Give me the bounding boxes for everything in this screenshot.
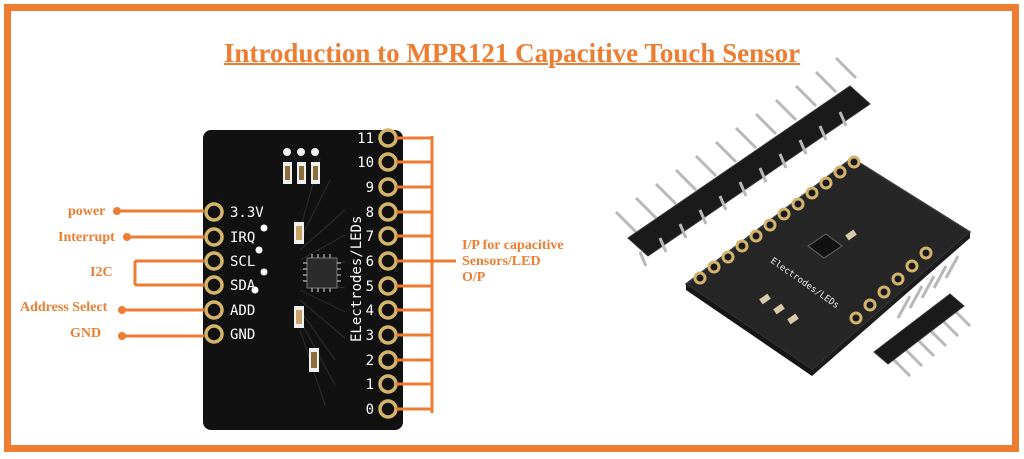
electrode-pad bbox=[378, 300, 398, 320]
pin-label-3v3: 3.3V bbox=[230, 205, 264, 221]
long-pin-header bbox=[614, 56, 871, 267]
electrode-number: 7 bbox=[366, 229, 374, 245]
via-dot bbox=[251, 286, 259, 294]
electrode-pad bbox=[378, 251, 398, 271]
top-resistors bbox=[283, 148, 320, 184]
electrode-pad bbox=[378, 226, 398, 246]
via-dot bbox=[260, 224, 268, 232]
electrode-number: 2 bbox=[366, 353, 374, 369]
electrode-pin-header: 11 10 9 8 7 6 5 4 3 2 1 0 bbox=[357, 128, 398, 419]
via-dot bbox=[255, 246, 263, 254]
pin-pad bbox=[204, 227, 224, 247]
photo-chip bbox=[807, 233, 843, 259]
electrode-pad bbox=[378, 350, 398, 370]
electrode-number: 5 bbox=[366, 279, 374, 295]
electrode-pad bbox=[378, 177, 398, 197]
electrode-pad bbox=[378, 128, 398, 148]
electrode-pad bbox=[378, 202, 398, 222]
label-io-line3: O/P bbox=[462, 270, 486, 285]
label-gnd: GND bbox=[70, 326, 102, 341]
mpr121-board-photo: Electrodes/LEDs bbox=[614, 56, 972, 378]
left-annotation-lines bbox=[113, 207, 204, 340]
mpr121-chip bbox=[306, 257, 338, 289]
electrode-number: 6 bbox=[366, 254, 374, 270]
pin-label-sda: SDA bbox=[230, 278, 256, 294]
breakout-board-diagram: ELectrodes/LEDs 3.3V IRQ SCL SDA ADD GND bbox=[203, 128, 403, 430]
label-power: power bbox=[68, 204, 106, 219]
pin-pad bbox=[204, 275, 224, 295]
left-pin-header: 3.3V IRQ SCL SDA ADD GND bbox=[204, 202, 264, 344]
label-interrupt: Interrupt bbox=[58, 230, 115, 245]
short-pin-header bbox=[873, 255, 972, 378]
electrode-number: 9 bbox=[366, 180, 374, 196]
orange-frame bbox=[4, 4, 1019, 452]
pin-label-add: ADD bbox=[230, 303, 255, 319]
electrode-number: 3 bbox=[366, 328, 374, 344]
label-address-select: Address Select bbox=[20, 300, 108, 315]
pin-pad bbox=[204, 202, 224, 222]
electrode-pad bbox=[378, 374, 398, 394]
electrode-number: 0 bbox=[366, 402, 374, 418]
pin-label-scl: SCL bbox=[230, 254, 255, 270]
pin-label-irq: IRQ bbox=[230, 230, 255, 246]
via-dot bbox=[260, 268, 268, 276]
label-io-line1: I/P for capacitive bbox=[462, 238, 564, 253]
electrodes-vertical-label: ELectrodes/LEDs bbox=[349, 216, 365, 342]
label-io-line2: Sensors/LED bbox=[462, 254, 541, 269]
electrode-pad bbox=[378, 152, 398, 172]
pin-label-gnd: GND bbox=[230, 327, 255, 343]
right-annotation-bracket bbox=[396, 136, 456, 413]
electrode-number: 11 bbox=[357, 131, 374, 147]
pin-pad bbox=[204, 324, 224, 344]
electrode-pad bbox=[378, 399, 398, 419]
photo-side-pads bbox=[849, 246, 933, 325]
electrode-pad bbox=[378, 276, 398, 296]
pin-pad bbox=[204, 251, 224, 271]
electrode-number: 1 bbox=[366, 377, 374, 393]
photo-electrode-pads bbox=[693, 155, 861, 285]
electrode-number: 8 bbox=[366, 205, 374, 221]
electrode-number: 4 bbox=[366, 303, 374, 319]
electrode-pad bbox=[378, 325, 398, 345]
chip-leads bbox=[303, 254, 341, 292]
page-title: Introduction to MPR121 Capacitive Touch … bbox=[223, 38, 801, 68]
electrode-number: 10 bbox=[357, 155, 374, 171]
label-i2c: I2C bbox=[90, 265, 113, 280]
pin-pad bbox=[204, 300, 224, 320]
